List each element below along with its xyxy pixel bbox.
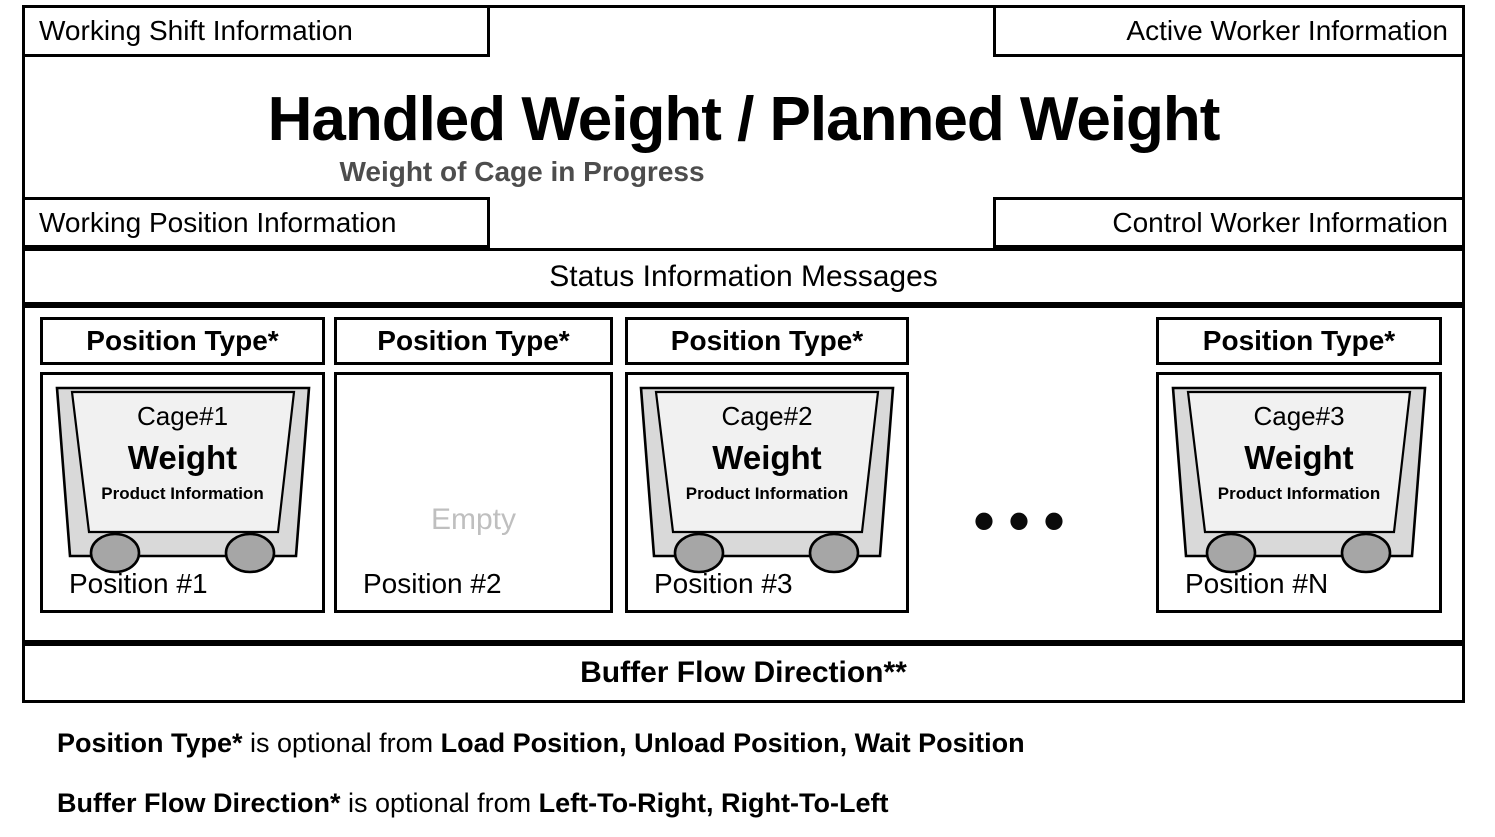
cage-weight-label: Weight xyxy=(1244,439,1354,476)
cart-body-inner xyxy=(70,390,295,534)
footnote-buffer-flow: Buffer Flow Direction* is optional from … xyxy=(57,786,888,820)
cart-wheel-right xyxy=(224,532,275,574)
cage-name: Cage#3 xyxy=(1253,401,1345,431)
position-1-type-header: Position Type* xyxy=(40,317,325,365)
cage-cart-icon xyxy=(639,386,895,574)
footnote-term: Position Type* xyxy=(57,728,243,758)
cage-product-info-label: Product Information xyxy=(685,484,849,503)
cart-wheel-right xyxy=(808,532,860,574)
position-n-type-header: Position Type* xyxy=(1156,317,1442,365)
buffer-flow-direction-band: Buffer Flow Direction** xyxy=(22,643,1465,703)
cage-cart: Cage#1 Weight Product Information xyxy=(54,384,312,576)
position-number-label: Position #1 xyxy=(69,568,208,599)
position-number-label: Position #2 xyxy=(363,568,502,599)
active-worker-info-box: Active Worker Information xyxy=(993,5,1465,57)
page-title: Handled Weight / Planned Weight xyxy=(267,85,1221,154)
cart-wheel-left xyxy=(1205,532,1257,574)
position-type-label: Position Type* xyxy=(86,325,279,356)
ellipsis-dots: ••• xyxy=(973,487,1079,554)
position-number-label: Position #3 xyxy=(654,568,793,599)
position-number-label: Position #N xyxy=(1185,568,1329,599)
cage-weight-label: Weight xyxy=(712,439,822,476)
footnote-position-type: Position Type* is optional from Load Pos… xyxy=(57,726,1025,760)
cage-name: Cage#2 xyxy=(721,401,813,431)
working-position-info-box: Working Position Information xyxy=(22,197,490,248)
cage-weight-label: Weight xyxy=(127,439,238,476)
footnote-options: Load Position, Unload Position, Wait Pos… xyxy=(440,728,1025,758)
footnote-term: Buffer Flow Direction* xyxy=(57,788,341,818)
cage-cart: Cage#3 Weight Product Information xyxy=(1170,384,1428,576)
position-type-label: Position Type* xyxy=(1202,325,1396,356)
page-subtitle: Weight of Cage in Progress xyxy=(339,156,705,187)
status-information-band: Status Information Messages xyxy=(22,248,1465,305)
cart-wheel-right xyxy=(1340,532,1392,574)
footnote-options: Left-To-Right, Right-To-Left xyxy=(538,788,889,818)
buffer-flow-direction-label: Buffer Flow Direction** xyxy=(580,656,907,689)
cage-name: Cage#1 xyxy=(136,401,229,431)
position-type-label: Position Type* xyxy=(670,325,864,356)
cage-cart-icon xyxy=(55,386,310,574)
cart-wheel-left xyxy=(89,532,140,574)
control-worker-info-label: Control Worker Information xyxy=(1112,206,1448,238)
position-n-cell: Cage#3 Weight Product Information Positi… xyxy=(1156,372,1442,613)
working-shift-info-label: Working Shift Information xyxy=(39,15,353,46)
cage-product-info-label: Product Information xyxy=(1217,484,1381,503)
cage-cart: Cage#2 Weight Product Information xyxy=(638,384,896,576)
footnote-connector: is optional from xyxy=(242,728,441,758)
position-type-label: Position Type* xyxy=(377,325,570,356)
position-1-cell: Cage#1 Weight Product Information Positi… xyxy=(40,372,325,613)
cage-cart-icon xyxy=(1171,386,1427,574)
control-worker-info-box: Control Worker Information xyxy=(993,197,1465,248)
cart-body-inner xyxy=(654,390,880,534)
active-worker-info-label: Active Worker Information xyxy=(1126,15,1448,46)
status-information-label: Status Information Messages xyxy=(549,259,938,293)
position-3-cell: Cage#2 Weight Product Information Positi… xyxy=(625,372,909,613)
working-shift-info-box: Working Shift Information xyxy=(22,5,490,57)
cart-wheel-left xyxy=(673,532,725,574)
working-position-info-label: Working Position Information xyxy=(39,206,397,238)
position-3-type-header: Position Type* xyxy=(625,317,909,365)
cart-body-inner xyxy=(1186,390,1412,534)
position-2-cell: Empty Position #2 xyxy=(334,372,613,613)
position-2-type-header: Position Type* xyxy=(334,317,613,365)
empty-state-label: Empty xyxy=(430,503,517,536)
cage-product-info-label: Product Information xyxy=(101,484,264,503)
footnote-connector: is optional from xyxy=(340,788,539,818)
